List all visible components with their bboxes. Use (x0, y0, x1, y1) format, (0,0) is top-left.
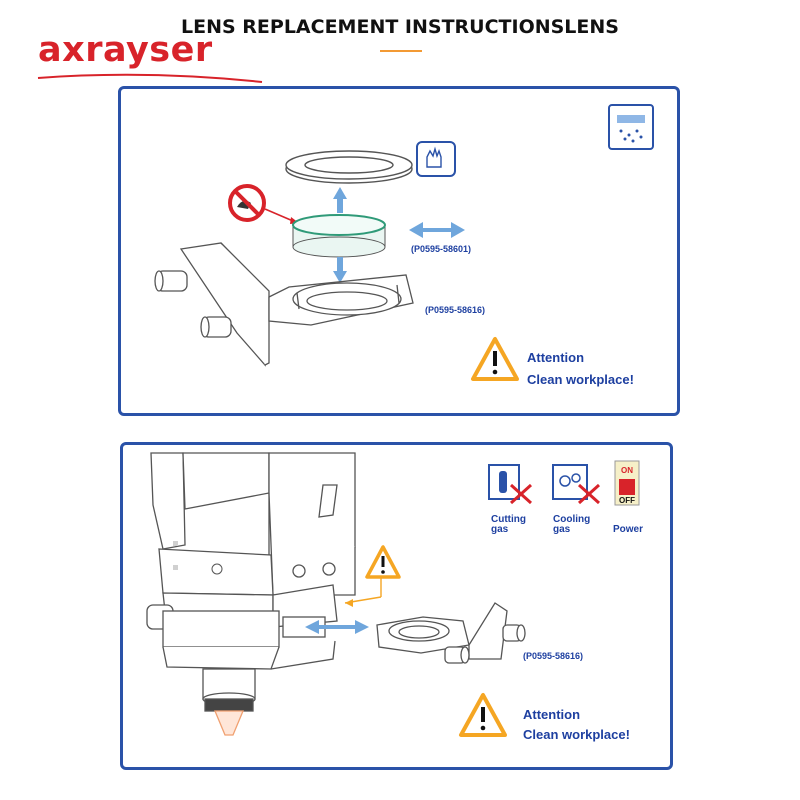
glove-hand-icon (416, 141, 456, 177)
cooling-gas-label-2: gas (553, 524, 571, 535)
attention-text: Clean workplace! (527, 372, 634, 387)
cleanroom-icon (608, 104, 654, 150)
cooling-gas-label-1: Cooling (553, 514, 591, 525)
power-label: Power (613, 524, 644, 535)
slide-arrow (409, 222, 465, 238)
protective-lens (292, 214, 386, 258)
attention-title: Attention (523, 707, 581, 722)
lens-drawer (154, 242, 414, 367)
cutting-gas-label-2: gas (491, 524, 509, 535)
warning-icon (365, 545, 401, 579)
part-number-drawer: (P0595-58616) (425, 305, 486, 315)
cutting-head (146, 452, 356, 736)
warning-icon (459, 693, 507, 737)
panel-lens-removal: (P0595-58601) (P0595-58616) Attention Cl… (118, 86, 680, 416)
switch-off-label: OFF (619, 496, 635, 505)
retaining-ring (285, 150, 413, 184)
lens-drawer (376, 602, 526, 664)
part-number-lens: (P0595-58601) (411, 244, 472, 254)
panel-drawer-insertion: ON OFF Cutting gas Cooling gas Power (P0… (120, 442, 673, 770)
part-number-drawer: (P0595-58616) (523, 651, 584, 661)
attention-text: Clean workplace! (523, 727, 630, 742)
power-switch-icon (614, 460, 640, 506)
page-title: LENS REPLACEMENT INSTRUCTIONSLENS (181, 16, 619, 38)
no-touch-icon (228, 184, 266, 222)
switch-on-label: ON (621, 466, 633, 475)
brand-logo: axrayser (38, 30, 213, 70)
cutting-gas-label-1: Cutting (491, 514, 526, 525)
cooling-icon (552, 464, 601, 505)
logo-swoosh (37, 73, 263, 83)
attention-title: Attention (527, 350, 585, 365)
cutting-head-illustration: ON OFF (146, 452, 640, 737)
title-underline (380, 50, 422, 52)
warning-icon (471, 337, 519, 381)
gas-cylinder-icon (488, 464, 533, 505)
lens-holder-illustration (154, 104, 654, 381)
insert-arrow (305, 620, 369, 634)
